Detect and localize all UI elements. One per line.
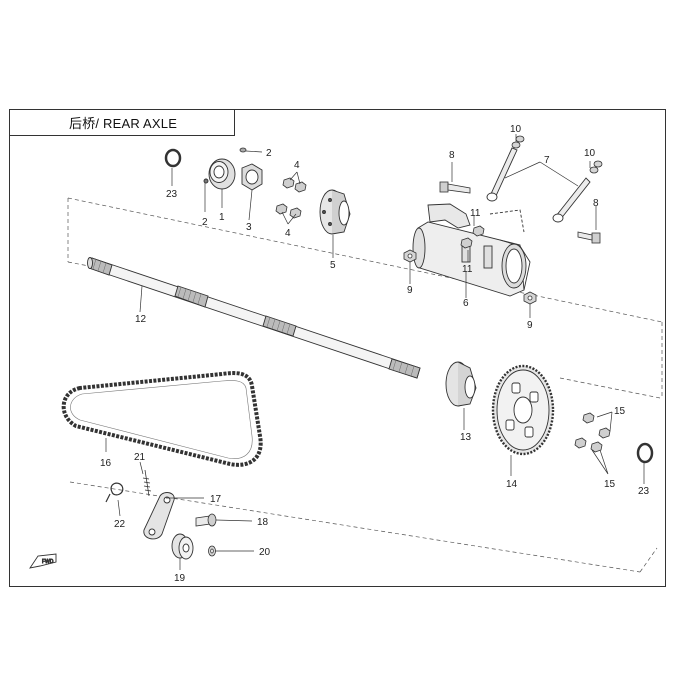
callout-13: 13 [460, 432, 472, 443]
callout-23-a: 23 [166, 189, 178, 200]
callout-7: 7 [544, 155, 550, 166]
diagram-title: 后桥/ REAR AXLE [9, 109, 235, 136]
bolts-4 [275, 177, 307, 219]
forward-label: FWD [42, 559, 54, 565]
callout-2-b: 2 [202, 217, 208, 228]
callout-10-b: 10 [584, 148, 596, 159]
diagram-frame [9, 109, 666, 587]
callout-11-b: 11 [462, 264, 473, 275]
callout-14: 14 [506, 479, 518, 490]
callout-5: 5 [330, 260, 336, 271]
set-screw-2 [239, 147, 247, 153]
callout-17: 17 [210, 494, 222, 505]
callout-15-b: 15 [604, 479, 616, 490]
callout-8-b: 8 [593, 198, 599, 209]
drive-chain-16 [61, 371, 263, 467]
spring-21 [142, 469, 152, 497]
bearing-housing-1 [203, 158, 236, 190]
link-rods-7 [486, 147, 591, 223]
bolts-15 [574, 412, 611, 453]
shoulder-bolt-18 [195, 513, 217, 527]
snap-ring-23-right [636, 442, 654, 464]
clip-22 [105, 482, 124, 503]
callout-9-a: 9 [407, 285, 413, 296]
callout-21: 21 [134, 452, 146, 463]
callout-20: 20 [259, 547, 271, 558]
callout-16: 16 [100, 458, 112, 469]
drive-sprocket-14 [491, 364, 555, 456]
callout-6: 6 [463, 298, 469, 309]
callout-1: 1 [219, 212, 225, 223]
callout-2-a: 2 [266, 148, 272, 159]
callout-4-b: 4 [285, 228, 291, 239]
callout-9-b: 9 [527, 320, 533, 331]
axle-housing-6 [412, 203, 531, 297]
callout-8-a: 8 [449, 150, 455, 161]
leader-lines [105, 134, 645, 570]
bolts-11 [460, 225, 485, 249]
lock-nut-3 [241, 163, 263, 191]
callout-12: 12 [135, 314, 147, 325]
callout-22: 22 [114, 519, 126, 530]
idler-roller-19 [171, 533, 194, 560]
callout-18: 18 [257, 517, 269, 528]
callout-23-b: 23 [638, 486, 650, 497]
callout-numbers: 1 2 2 3 4 4 5 6 7 8 8 9 9 10 10 11 11 12… [100, 124, 650, 584]
snap-ring-23-left [164, 148, 182, 168]
rear-axle-shaft [87, 257, 421, 379]
washer-20 [208, 545, 216, 557]
sprocket-hub-13 [445, 361, 477, 407]
callout-11-a: 11 [470, 208, 481, 219]
callout-4-a: 4 [294, 160, 300, 171]
forward-arrow-icon: FWD [29, 553, 57, 569]
hub-flange-5 [319, 189, 351, 235]
drive-chain-16-inner [70, 380, 253, 459]
assembly-boundaries [67, 197, 663, 573]
callout-15-a: 15 [614, 406, 626, 417]
callout-19: 19 [174, 573, 186, 584]
tensioner-arm-17 [143, 492, 175, 540]
callout-3: 3 [246, 222, 252, 233]
nuts-9 [403, 249, 537, 305]
callout-10-a: 10 [510, 124, 522, 135]
bolts-8 [439, 181, 601, 244]
